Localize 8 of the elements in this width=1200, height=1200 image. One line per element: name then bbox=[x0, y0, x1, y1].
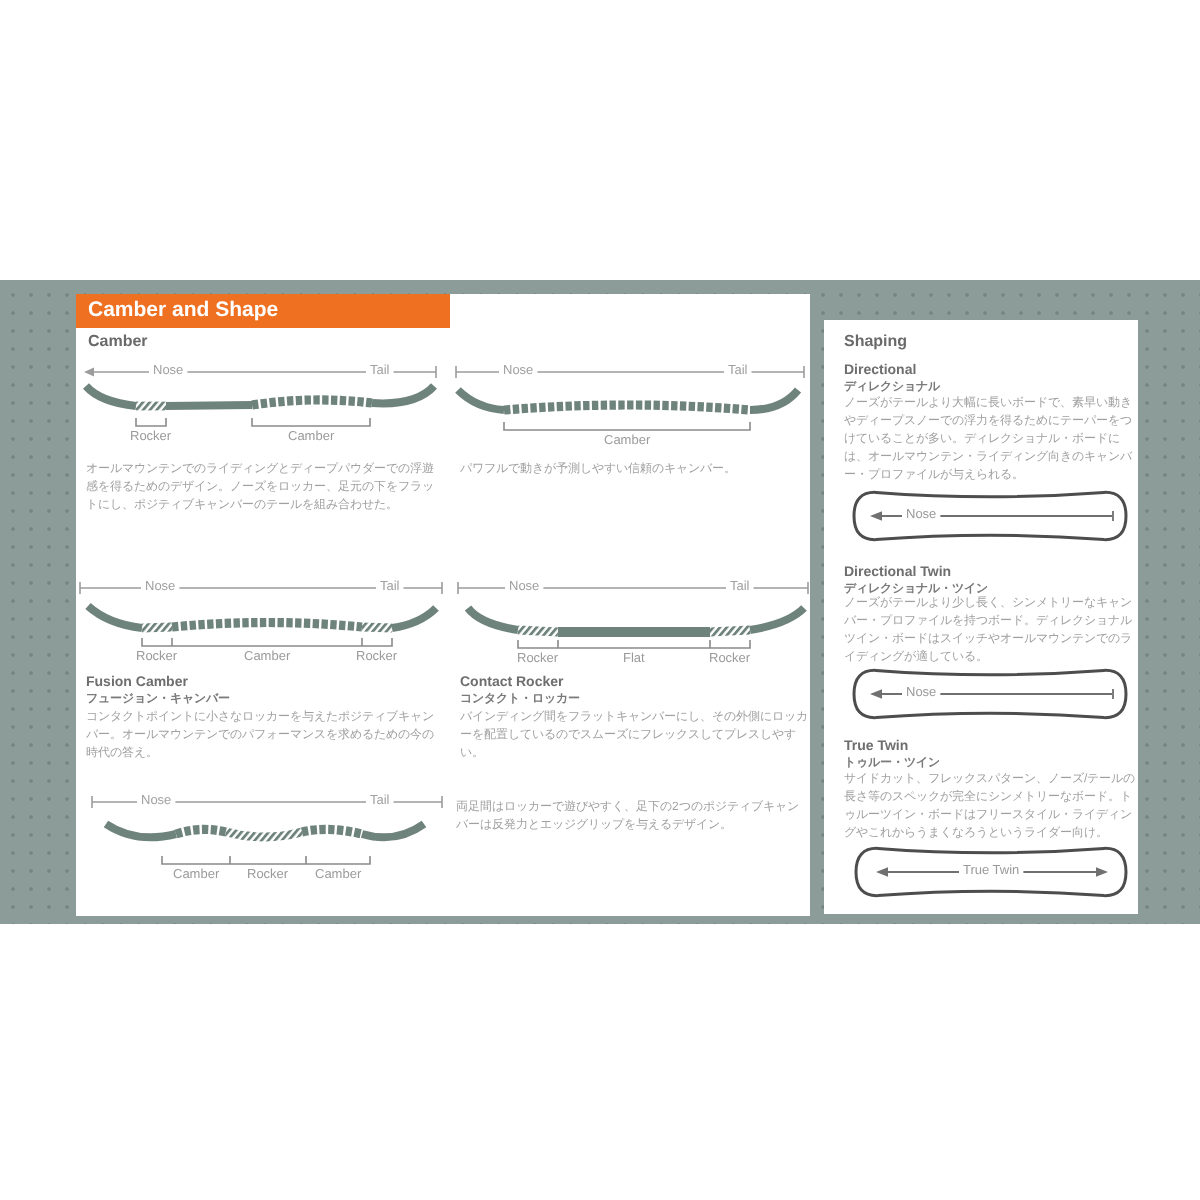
camber-panel bbox=[76, 294, 810, 916]
section-heading: Camber bbox=[88, 332, 148, 352]
board-outline bbox=[852, 668, 1128, 720]
shaping-panel bbox=[824, 320, 1138, 914]
section-heading: Shaping bbox=[844, 332, 908, 352]
board-outline bbox=[852, 490, 1128, 542]
board-outline bbox=[854, 846, 1128, 898]
title-banner: Camber and Shape bbox=[76, 294, 450, 328]
